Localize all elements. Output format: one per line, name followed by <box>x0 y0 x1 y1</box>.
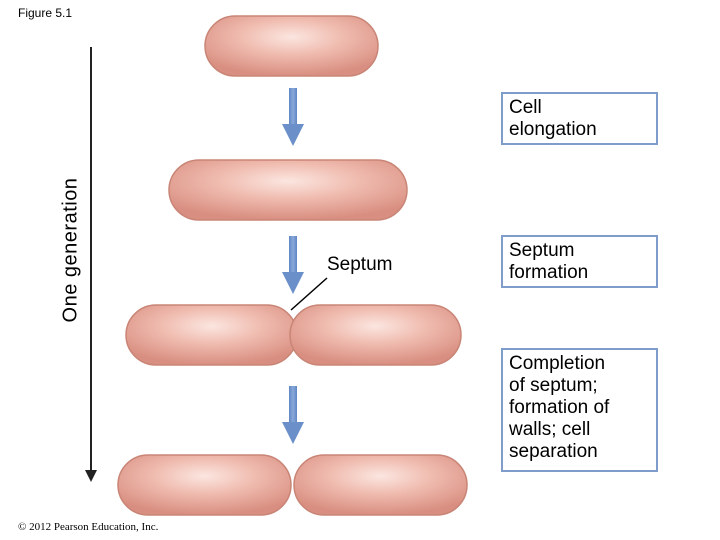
process-arrow-3 <box>282 386 304 444</box>
cell-septum-right <box>289 304 462 366</box>
step-box-septum-formation: Septum formation <box>501 235 658 288</box>
step-line: walls; cell <box>509 419 591 440</box>
copyright-notice: © 2012 Pearson Education, Inc. <box>18 521 159 533</box>
step-line: Septum <box>509 240 575 261</box>
step-line: formation <box>509 262 589 283</box>
cell-initial <box>204 15 379 77</box>
step-line: Completion <box>509 353 606 374</box>
step-box-cell-separation: Completion of septum; formation of walls… <box>501 348 658 472</box>
septum-label: Septum <box>327 254 393 275</box>
step-line: formation of <box>509 397 610 418</box>
septum-pointer-line <box>290 277 328 311</box>
daughter-cell-right <box>293 454 468 516</box>
step-box-cell-elongation: Cell elongation <box>501 92 658 145</box>
step-line: of septum; <box>509 375 598 396</box>
cell-elongated <box>168 159 408 221</box>
process-arrow-1 <box>282 88 304 146</box>
daughter-cell-left <box>117 454 292 516</box>
step-line: separation <box>509 441 598 462</box>
process-arrow-2 <box>282 236 304 294</box>
step-line: Cell <box>509 97 542 118</box>
figure-label: Figure 5.1 <box>18 6 73 20</box>
step-line: elongation <box>509 119 597 140</box>
cell-septum-left <box>125 304 298 366</box>
